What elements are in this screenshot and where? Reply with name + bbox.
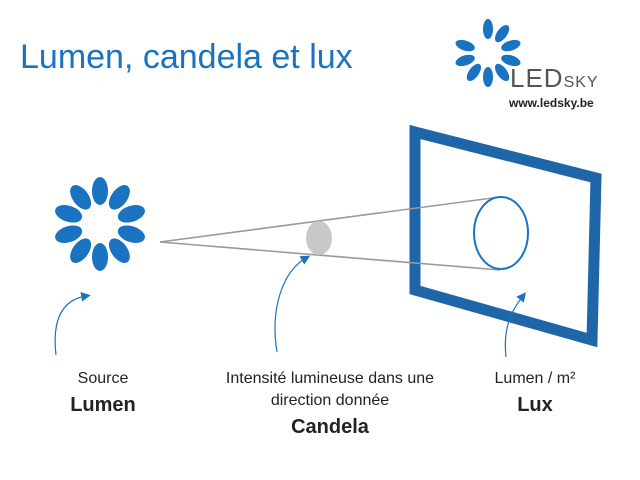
sun-burst-icon (55, 177, 145, 271)
intensity-label: Intensité lumineuse dans une direction d… (190, 368, 470, 442)
source-arrow (54, 292, 91, 356)
source-caption: Source (77, 370, 129, 387)
illuminance-unit: Lux (517, 394, 553, 416)
intensity-unit: Candela (291, 416, 369, 438)
ray-lower (159, 241, 501, 271)
illuminated-surface (409, 124, 602, 348)
intensity-caption-line2: direction donnée (270, 392, 390, 409)
source-label: Source Lumen (48, 368, 158, 420)
illuminance-caption: Lumen / m² (494, 370, 576, 387)
page-title: Lumen, candela et lux (20, 38, 353, 76)
intensity-arrow (274, 255, 311, 353)
source-unit: Lumen (70, 394, 136, 416)
ray-upper (159, 196, 501, 243)
lux-arrow (504, 292, 527, 358)
intensity-caption-line1: Intensité lumineuse dans une (225, 370, 435, 387)
solid-angle-spot (306, 221, 332, 255)
logo-url: www.ledsky.be (509, 96, 594, 110)
illuminated-area-circle (473, 196, 529, 270)
logo-wordmark: LEDSKY (510, 63, 599, 93)
illuminance-label: Lumen / m² Lux (470, 368, 600, 420)
logo-burst-icon (455, 19, 521, 87)
